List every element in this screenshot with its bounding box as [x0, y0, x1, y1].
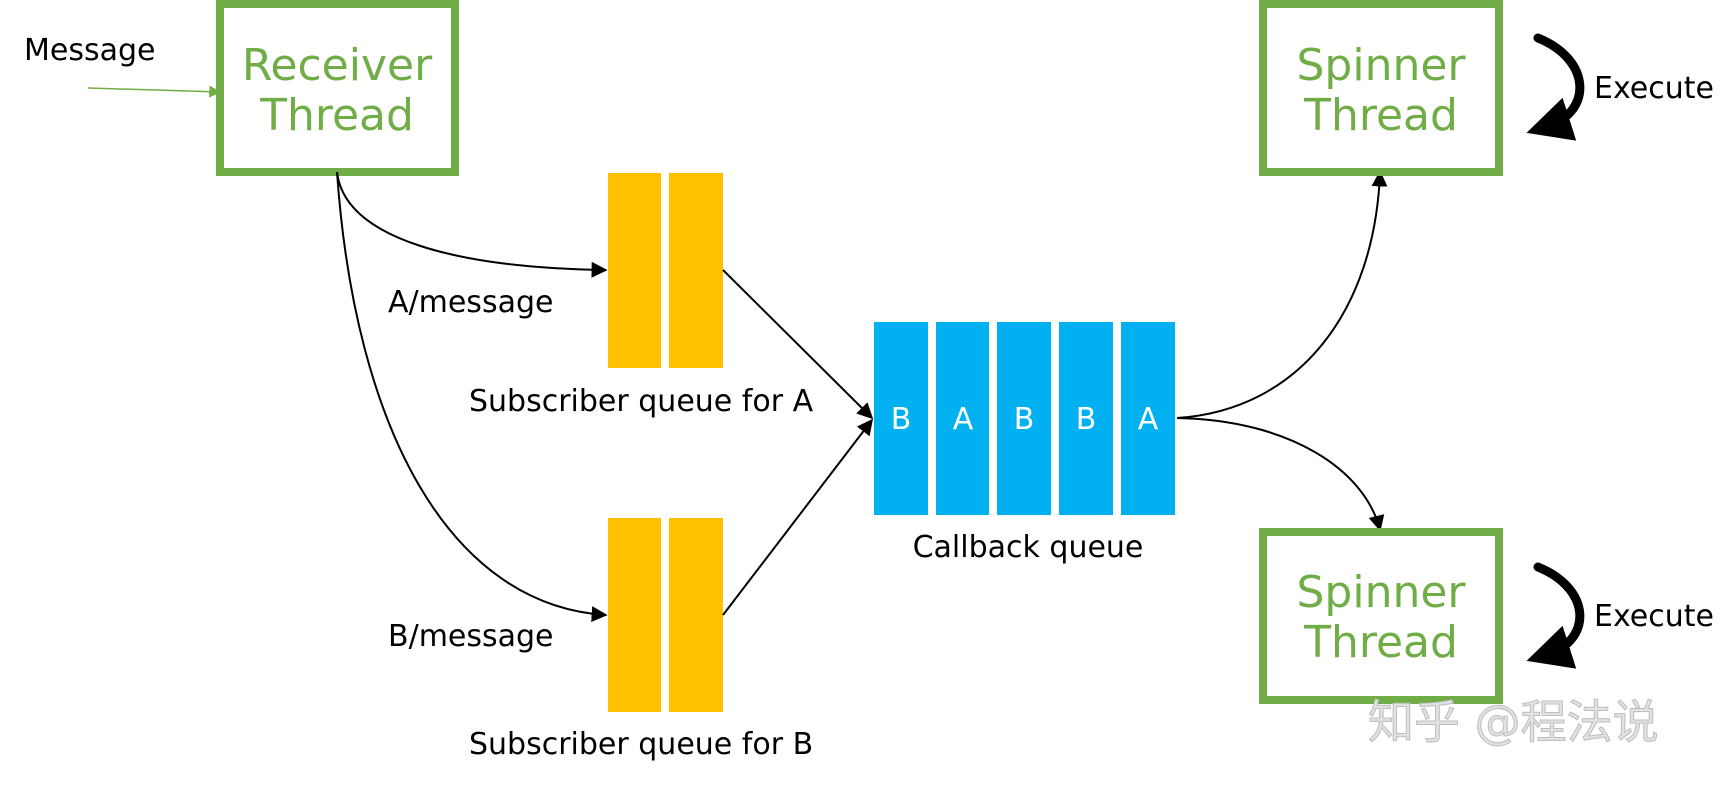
callback-cell-label: B: [1076, 402, 1097, 437]
spinner-bottom-label-line1: Spinner: [1296, 567, 1466, 618]
spinner-bottom-execute-label: Execute: [1594, 599, 1714, 634]
input-message-label: Message: [24, 33, 155, 68]
execute-loop-icon: [1526, 33, 1585, 141]
edge-receiver-to-queue-b: [336, 171, 608, 623]
edge-receiver-to-queue-a: [336, 171, 608, 278]
callback-cell-label: A: [953, 402, 974, 437]
execute-loop-icon: [1526, 562, 1585, 669]
spinner-bottom-label-line2: Thread: [1303, 617, 1458, 668]
spinner-top-execute-label: Execute: [1594, 71, 1714, 106]
spinner-thread-bottom-box: Spinner Thread: [1259, 528, 1503, 704]
receiver-thread-label-line2: Thread: [259, 90, 414, 141]
callback-queue: B A B B A: [874, 322, 1175, 515]
edge-a-label: A/message: [388, 285, 553, 320]
spinner-top-label-line1: Spinner: [1296, 40, 1466, 91]
callback-cell-label: A: [1138, 402, 1159, 437]
callback-cell: [936, 322, 989, 515]
edge-callback-to-spinner-bottom: [1176, 417, 1385, 532]
spinner-thread-top-box: Spinner Thread: [1259, 0, 1503, 176]
queue-b-slot-2: [669, 518, 723, 712]
edge-b-label: B/message: [388, 619, 554, 654]
edge-queue-a-to-callback: [722, 269, 874, 420]
receiver-thread-box: Receiver Thread: [216, 0, 459, 176]
spinner-top-label-line2: Thread: [1303, 90, 1458, 141]
callback-cell-label: B: [891, 402, 912, 437]
watermark: 知乎 @程法说: [1368, 695, 1659, 749]
callback-cell: [1059, 322, 1113, 515]
queue-b-slot-1: [608, 518, 661, 712]
callback-cell: [1121, 322, 1175, 515]
input-message-arrow: [87, 85, 222, 98]
queue-a-slot-1: [608, 173, 661, 368]
callback-queue-caption: Callback queue: [913, 530, 1144, 565]
queue-a-slot-2: [669, 173, 723, 368]
callback-cell: [997, 322, 1051, 515]
subscriber-queue-a: [608, 173, 723, 368]
edge-callback-to-spinner-top: [1176, 170, 1388, 419]
subscriber-queue-b: [608, 518, 723, 712]
receiver-thread-label-line1: Receiver: [242, 40, 433, 91]
queue-b-caption: Subscriber queue for B: [469, 727, 813, 762]
callback-cell-label: B: [1014, 402, 1035, 437]
callback-cell: [874, 322, 928, 515]
edge-queue-b-to-callback: [722, 418, 873, 616]
queue-a-caption: Subscriber queue for A: [469, 384, 814, 419]
